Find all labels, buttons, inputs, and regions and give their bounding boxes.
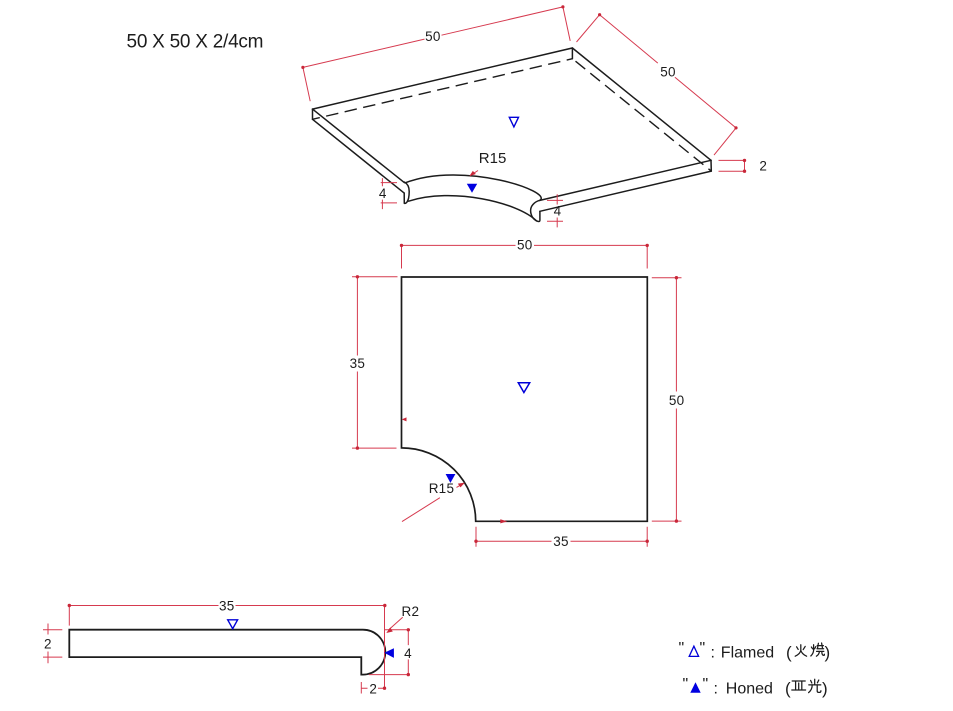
svg-text:35: 35: [553, 534, 569, 549]
svg-text:50: 50: [660, 64, 676, 79]
svg-text:50: 50: [517, 238, 533, 253]
svg-text:50: 50: [669, 393, 685, 408]
svg-text:": ": [683, 676, 689, 693]
svg-text:50 X 50 X 2/4cm: 50 X 50 X 2/4cm: [127, 32, 264, 53]
svg-text:Honed: Honed: [726, 681, 773, 698]
svg-text:): ): [825, 643, 831, 662]
svg-text:2: 2: [369, 682, 377, 697]
svg-text:Flamed: Flamed: [721, 645, 774, 662]
svg-text:4: 4: [379, 186, 387, 201]
svg-text:": ": [703, 676, 709, 693]
svg-text:35: 35: [219, 599, 235, 614]
svg-text::: :: [711, 645, 715, 662]
svg-text:50: 50: [425, 29, 441, 44]
svg-text:(: (: [785, 679, 791, 698]
svg-text:): ): [822, 679, 828, 698]
svg-text:": ": [679, 640, 685, 657]
svg-text:35: 35: [350, 356, 366, 371]
svg-text:R15: R15: [479, 150, 507, 167]
svg-text:R2: R2: [402, 604, 420, 619]
svg-text:4: 4: [554, 204, 562, 219]
svg-text:": ": [700, 640, 706, 657]
svg-text:4: 4: [404, 646, 412, 661]
svg-text:(: (: [786, 643, 792, 662]
svg-text::: :: [714, 681, 718, 698]
svg-text:2: 2: [759, 158, 767, 173]
svg-text:R15: R15: [429, 481, 455, 496]
svg-text:2: 2: [44, 637, 52, 652]
